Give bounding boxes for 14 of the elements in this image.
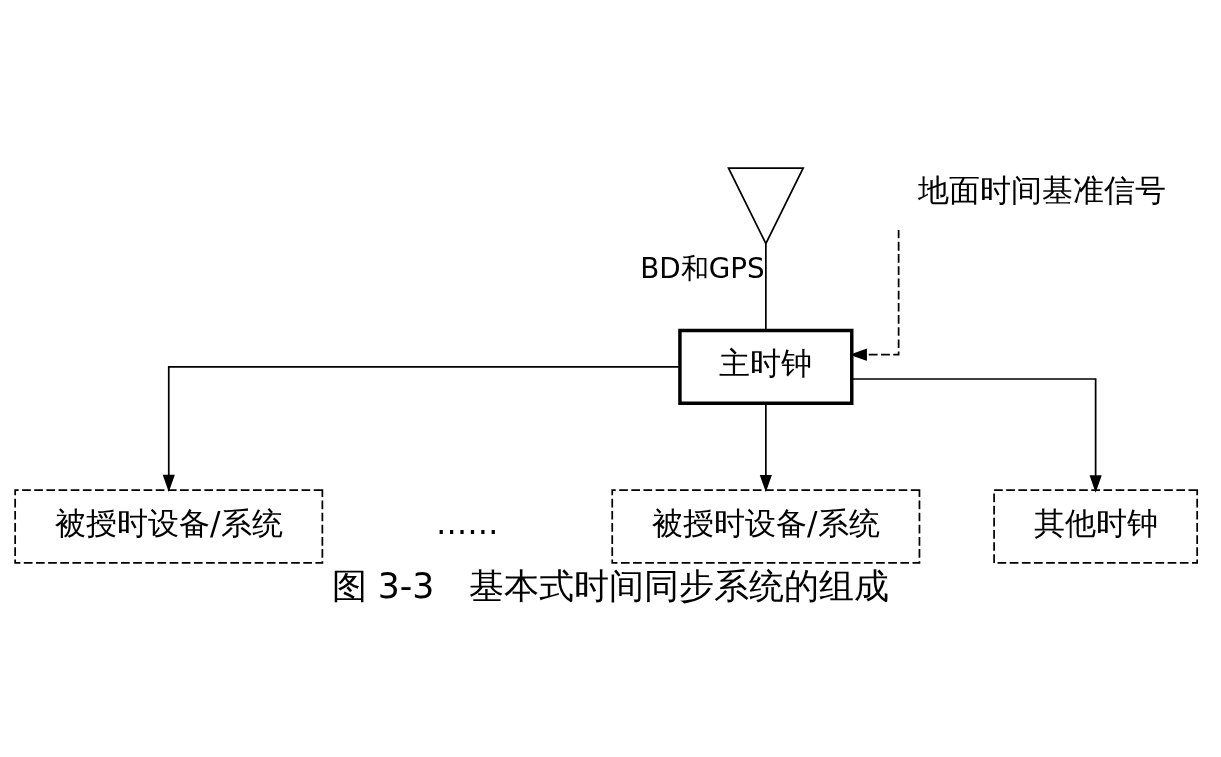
node-text: 地面时间基准信号 [917, 171, 1166, 208]
arrow [759, 402, 772, 492]
node-box: 其他时钟 [993, 488, 1199, 564]
arrow [162, 365, 681, 492]
node-box: 被授时设备/系统 [611, 488, 921, 564]
caption: 图 3-3 基本式时间同步系统的组成 [331, 565, 890, 606]
node-antenna [727, 166, 805, 246]
arrow [849, 228, 900, 361]
connector [765, 242, 767, 331]
label: …… [436, 504, 499, 541]
arrow [851, 377, 1102, 493]
edge-label: BD和GPS [640, 251, 765, 285]
node-box: 主时钟 [678, 328, 854, 405]
node-box: 被授时设备/系统 [14, 488, 324, 564]
